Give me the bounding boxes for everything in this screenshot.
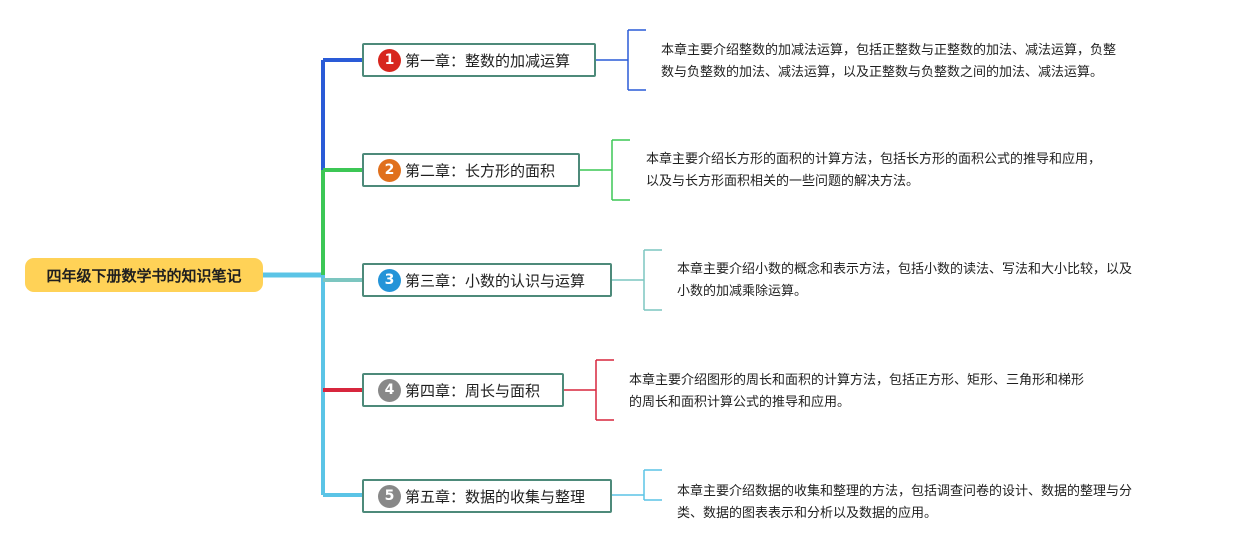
root-topic[interactable]: 四年级下册数学书的知识笔记 <box>25 258 263 292</box>
chapter-2-description: 本章主要介绍长方形的面积的计算方法，包括长方形的面积公式的推导和应用， 以及与长… <box>646 149 1101 193</box>
chapter-title: 第四章：周长与面积 <box>405 381 541 400</box>
chapter-title: 第五章：数据的收集与整理 <box>405 487 586 506</box>
description-line: 数与负整数的加法、减法运算，以及正整数与负整数之间的加法、减法运算。 <box>661 65 1104 80</box>
chapter-1-node[interactable]: 1 第一章：整数的加减运算 <box>362 43 596 77</box>
number-badge-icon: 2 <box>378 158 401 182</box>
number-badge-icon: 1 <box>378 48 401 72</box>
description-line: 本章主要介绍数据的收集和整理的方法，包括调查问卷的设计、数据的整理与分 <box>677 484 1133 499</box>
description-line: 本章主要介绍小数的概念和表示方法，包括小数的读法、写法和大小比较，以及 <box>677 262 1133 277</box>
description-line: 的周长和面积计算公式的推导和应用。 <box>629 395 851 410</box>
description-line: 小数的加减乘除运算。 <box>677 284 808 299</box>
description-line: 以及与长方形面积相关的一些问题的解决方法。 <box>646 174 920 189</box>
description-line: 类、数据的图表表示和分析以及数据的应用。 <box>677 506 938 521</box>
number-badge-icon: 5 <box>378 484 401 508</box>
chapter-title: 第三章：小数的认识与运算 <box>405 271 586 290</box>
chapter-2-node[interactable]: 2 第二章：长方形的面积 <box>362 153 580 187</box>
chapter-3-node[interactable]: 3 第三章：小数的认识与运算 <box>362 263 612 297</box>
chapter-3-description: 本章主要介绍小数的概念和表示方法，包括小数的读法、写法和大小比较，以及 小数的加… <box>677 259 1132 303</box>
chapter-5-description: 本章主要介绍数据的收集和整理的方法，包括调查问卷的设计、数据的整理与分 类、数据… <box>677 481 1132 525</box>
number-badge-icon: 4 <box>378 378 401 402</box>
chapter-title: 第一章：整数的加减运算 <box>405 51 571 70</box>
chapter-title: 第二章：长方形的面积 <box>405 161 556 180</box>
number-badge-icon: 3 <box>378 268 401 292</box>
chapter-4-node[interactable]: 4 第四章：周长与面积 <box>362 373 564 407</box>
root-topic-label: 四年级下册数学书的知识笔记 <box>46 266 242 285</box>
chapter-1-description: 本章主要介绍整数的加减法运算，包括正整数与正整数的加法、减法运算，负整 数与负整… <box>661 40 1116 84</box>
description-line: 本章主要介绍整数的加减法运算，包括正整数与正整数的加法、减法运算，负整 <box>661 43 1117 58</box>
description-line: 本章主要介绍长方形的面积的计算方法，包括长方形的面积公式的推导和应用， <box>646 152 1102 167</box>
chapter-5-node[interactable]: 5 第五章：数据的收集与整理 <box>362 479 612 513</box>
description-line: 本章主要介绍图形的周长和面积的计算方法，包括正方形、矩形、三角形和梯形 <box>629 373 1085 388</box>
chapter-4-description: 本章主要介绍图形的周长和面积的计算方法，包括正方形、矩形、三角形和梯形 的周长和… <box>629 370 1084 414</box>
